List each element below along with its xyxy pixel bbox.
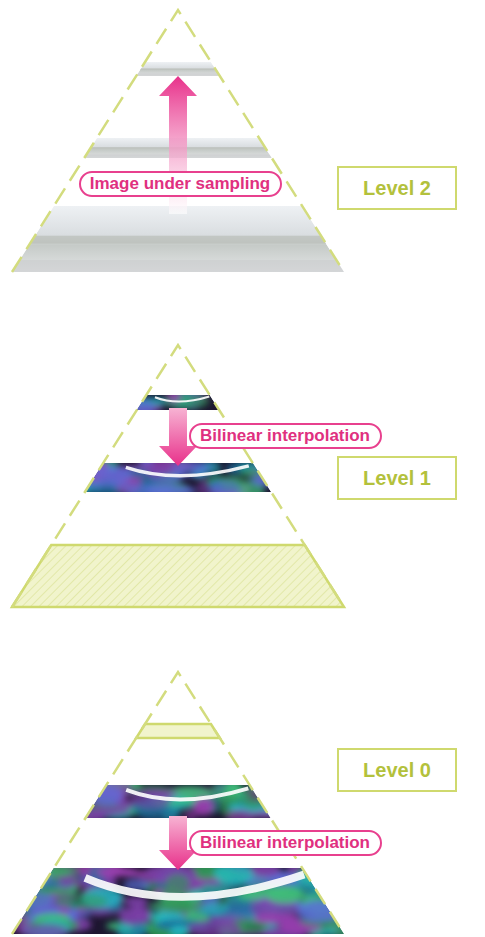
step-text: Image under sampling <box>90 174 270 194</box>
level-box: Level 1 <box>337 456 457 500</box>
pyramid <box>0 672 366 937</box>
pyramid-layer <box>0 859 366 937</box>
pyramid-layer <box>136 724 220 738</box>
step-label: Bilinear interpolation <box>189 830 382 856</box>
level-text: Level 2 <box>363 177 431 200</box>
pyramid-layer <box>136 62 220 76</box>
level-text: Level 0 <box>363 759 431 782</box>
level-box: Level 2 <box>337 166 457 210</box>
step-text: Bilinear interpolation <box>200 426 370 446</box>
pyramid-outline <box>12 345 344 607</box>
level-box: Level 0 <box>337 748 457 792</box>
level-text: Level 1 <box>363 467 431 490</box>
step-label: Image under sampling <box>79 171 282 197</box>
pyramid <box>12 345 344 607</box>
pyramid-outline <box>12 672 344 934</box>
pyramid-layer <box>12 545 344 607</box>
pyramid-layer <box>67 454 278 501</box>
pyramid <box>12 10 344 272</box>
pyramid-outline <box>12 10 344 272</box>
pyramid-layer <box>12 206 344 272</box>
step-text: Bilinear interpolation <box>200 833 370 853</box>
step-label: Bilinear interpolation <box>189 423 382 449</box>
